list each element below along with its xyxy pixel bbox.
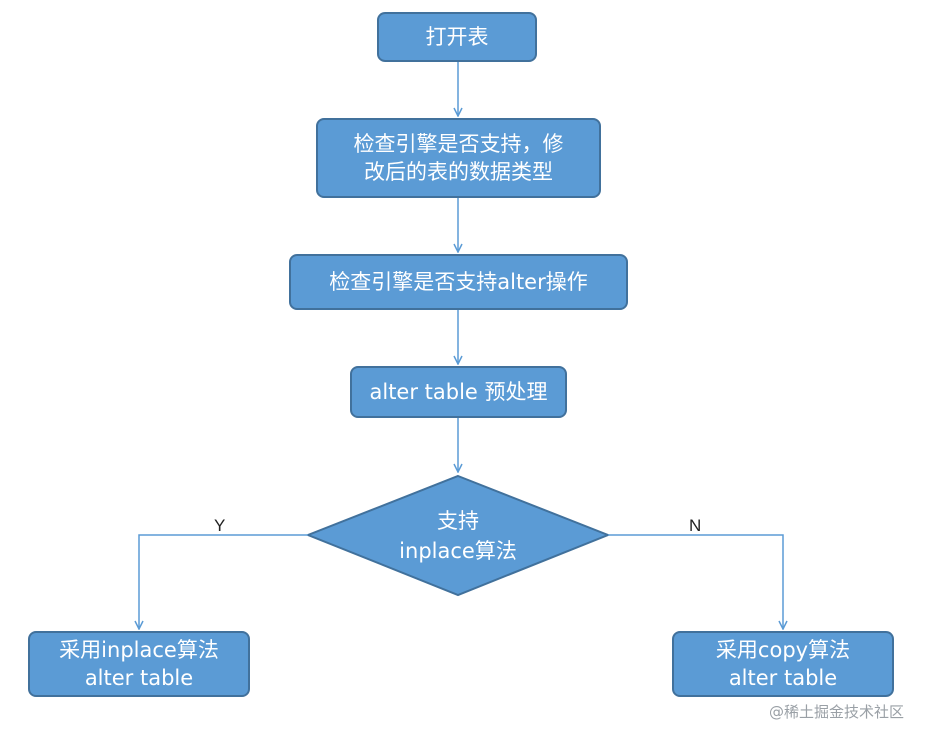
decision-label-line1: 支持: [437, 509, 479, 533]
node-open-table: 打开表: [377, 12, 537, 62]
node-check-alter-support: 检查引擎是否支持alter操作: [289, 254, 628, 310]
arrow-yes-branch: [139, 534, 308, 629]
decision-label-line2: inplace算法: [399, 539, 517, 563]
watermark: @稀土掘金技术社区: [768, 703, 904, 721]
node-check-data-type-line2: 改后的表的数据类型: [364, 160, 553, 184]
node-inplace-alter: 采用inplace算法 alter table: [28, 631, 250, 697]
node-check-data-type-line1: 检查引擎是否支持，修: [353, 132, 564, 156]
node-check-data-type: 检查引擎是否支持，修 改后的表的数据类型: [316, 118, 601, 198]
node-copy-alter-line1: 采用copy算法: [715, 638, 851, 662]
node-alter-preprocess-label: alter table 预处理: [369, 380, 548, 404]
node-inplace-alter-line2: alter table: [84, 666, 194, 690]
arrow-no-branch: [608, 534, 783, 629]
node-check-alter-support-label: 检查引擎是否支持alter操作: [329, 270, 588, 294]
node-open-table-label: 打开表: [425, 25, 489, 49]
node-inplace-alter-line1: 采用inplace算法: [59, 638, 219, 662]
branch-label-no: N: [689, 516, 702, 535]
branch-label-yes: Y: [214, 516, 226, 535]
decision-label: 支持 inplace算法: [308, 476, 608, 596]
node-copy-alter: 采用copy算法 alter table: [672, 631, 894, 697]
decision-diamond: [305, 474, 611, 597]
node-copy-alter-line2: alter table: [728, 666, 838, 690]
node-alter-preprocess: alter table 预处理: [350, 366, 567, 418]
